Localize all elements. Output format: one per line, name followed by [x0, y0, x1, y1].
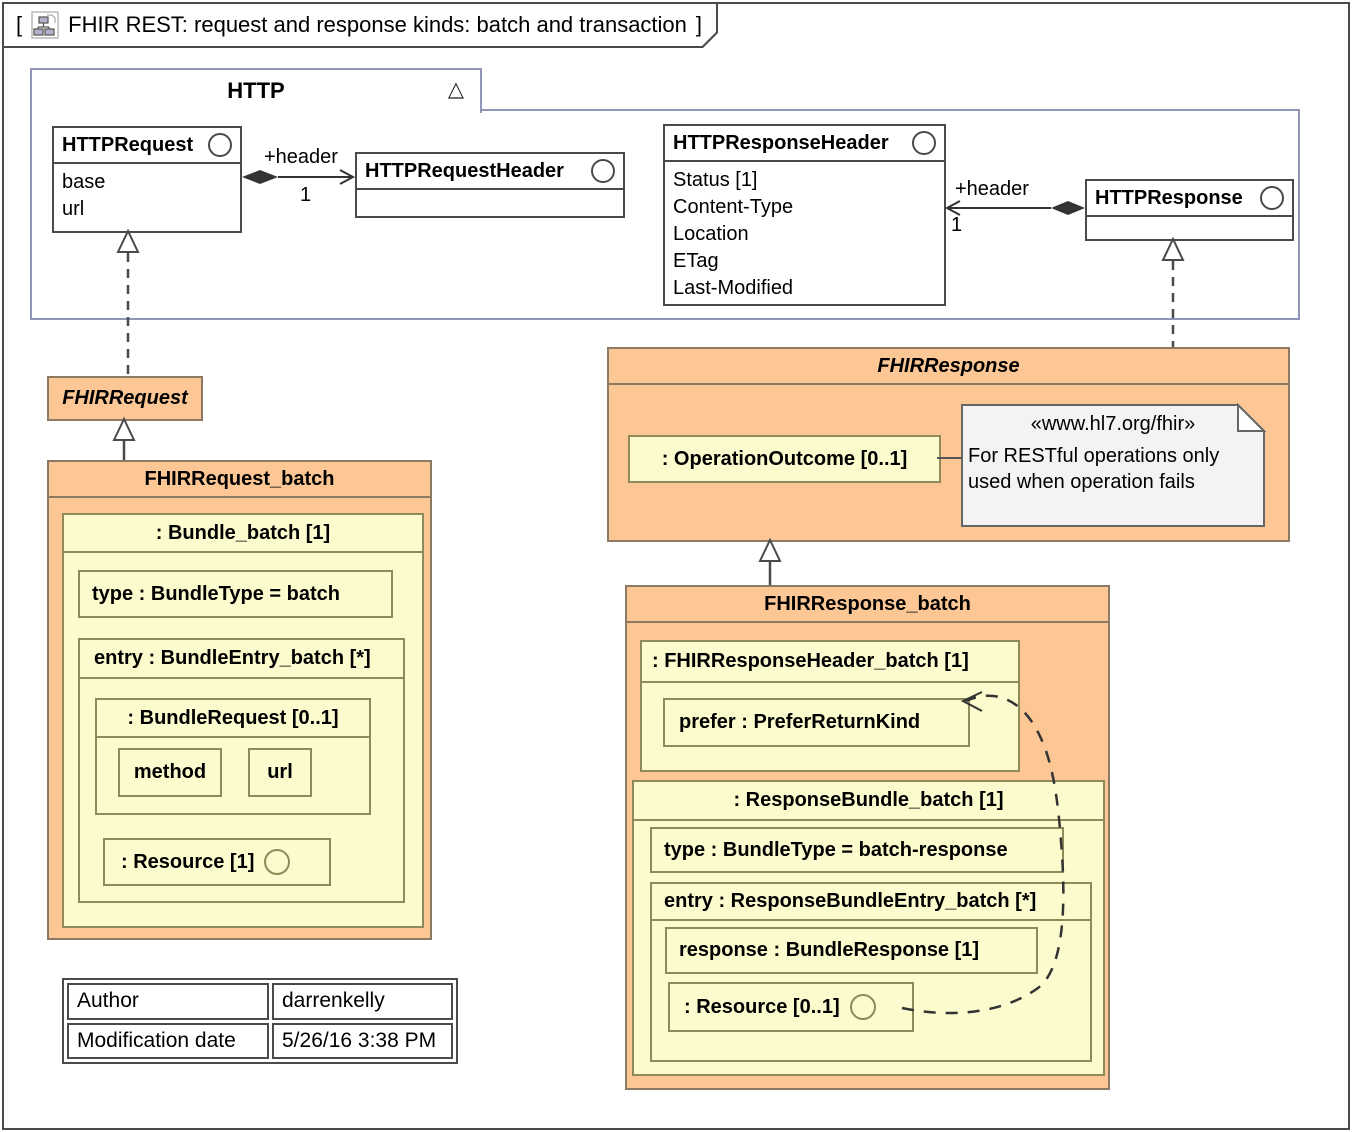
part-prefer-label: prefer : PreferReturnKind [679, 711, 920, 734]
attr-status: Status [1] [673, 167, 936, 194]
interface-circle-icon [591, 159, 615, 183]
class-httprequest-name: HTTPRequest [62, 134, 193, 157]
part-responsebundle-type-label: type : BundleType = batch-response [664, 839, 1008, 862]
part-fhirresponseheader-batch-name: : FHIRResponseHeader_batch [1] [642, 642, 1018, 683]
attr-url: url [62, 196, 232, 223]
diagram-title-tab-inner: [ FHIR REST: request and response kinds:… [4, 4, 716, 46]
assoc-request-header-role: +header [264, 146, 338, 169]
package-triangle-icon: △ [448, 77, 464, 102]
attr-etag: ETag [673, 248, 936, 275]
part-url[interactable]: url [248, 748, 312, 797]
note-line2: used when operation fails [968, 469, 1258, 495]
class-httprequestheader[interactable]: HTTPRequestHeader [355, 152, 625, 218]
class-httpresponseheader-name: HTTPResponseHeader [673, 132, 889, 155]
part-bundleresponse[interactable]: response : BundleResponse [1] [665, 927, 1038, 974]
part-bundle-entry-name: entry : BundleEntry_batch [*] [80, 640, 403, 679]
http-package-name: HTTP [32, 78, 480, 104]
part-bundle-type[interactable]: type : BundleType = batch [78, 570, 393, 618]
class-httprequest[interactable]: HTTPRequest base url [52, 126, 242, 233]
part-method-label: method [134, 761, 206, 784]
empty-compartment [357, 188, 623, 214]
info-table[interactable]: Author darrenkelly Modification date 5/2… [62, 978, 458, 1064]
part-bundle-request-name: : BundleRequest [0..1] [97, 700, 369, 738]
interface-circle-icon [912, 131, 936, 155]
class-httprequestheader-name: HTTPRequestHeader [365, 160, 564, 183]
interface-circle-icon [1260, 186, 1284, 210]
block-fhirrequest-name: FHIRRequest [62, 387, 188, 409]
block-fhirresponse-name: FHIRResponse [609, 349, 1288, 385]
part-responsebundle-type[interactable]: type : BundleType = batch-response [650, 827, 1064, 873]
assoc-response-header-role: +header [955, 178, 1029, 201]
assoc-response-header-multiplicity: 1 [951, 214, 962, 237]
diagram-title: FHIR REST: request and response kinds: b… [68, 12, 687, 38]
title-bracket-open: [ [16, 12, 22, 38]
interface-circle-icon [850, 994, 876, 1020]
part-resource-1[interactable]: : Resource [1] [103, 838, 331, 886]
info-table-moddate-label: Modification date [67, 1023, 269, 1060]
interface-circle-icon [208, 133, 232, 157]
part-operation-outcome[interactable]: : OperationOutcome [0..1] [628, 435, 941, 483]
part-bundleresponse-label: response : BundleResponse [1] [679, 939, 979, 962]
info-table-author-label: Author [67, 983, 269, 1020]
part-method[interactable]: method [118, 748, 222, 797]
http-package-tab[interactable]: HTTP △ [30, 68, 482, 113]
title-bracket-close: ] [696, 12, 702, 38]
note-line1: For RESTful operations only [968, 443, 1258, 469]
part-resource-2-label: : Resource [0..1] [684, 996, 840, 1019]
part-resource-1-label: : Resource [1] [121, 851, 254, 874]
diagram-title-tab[interactable]: [ FHIR REST: request and response kinds:… [2, 2, 718, 48]
part-bundle-type-label: type : BundleType = batch [92, 583, 340, 606]
class-httpresponse[interactable]: HTTPResponse [1085, 179, 1294, 241]
note-stereotype: «www.hl7.org/fhir» [968, 411, 1258, 437]
attr-last-modified: Last-Modified [673, 275, 936, 302]
block-fhirresponse-batch-name: FHIRResponse_batch [627, 587, 1108, 623]
diagram-kind-icon [31, 11, 59, 39]
empty-compartment [1087, 215, 1292, 237]
info-table-moddate-value: 5/26/16 3:38 PM [272, 1023, 453, 1060]
part-url-label: url [267, 761, 293, 784]
assoc-request-header-multiplicity: 1 [300, 184, 311, 207]
attr-content-type: Content-Type [673, 194, 936, 221]
attr-base: base [62, 169, 232, 196]
part-responsebundle-batch-name: : ResponseBundle_batch [1] [634, 782, 1103, 821]
note-hl7[interactable]: «www.hl7.org/fhir» For RESTful operation… [968, 411, 1258, 495]
class-httpresponseheader[interactable]: HTTPResponseHeader Status [1] Content-Ty… [663, 124, 946, 306]
block-fhirrequest[interactable]: FHIRRequest [47, 376, 203, 421]
part-operation-outcome-label: : OperationOutcome [0..1] [662, 448, 908, 471]
part-prefer[interactable]: prefer : PreferReturnKind [663, 698, 970, 747]
part-resource-2[interactable]: : Resource [0..1] [668, 982, 914, 1032]
block-fhirrequest-batch-name: FHIRRequest_batch [49, 462, 430, 498]
info-table-author-value: darrenkelly [272, 983, 453, 1020]
attr-location: Location [673, 221, 936, 248]
class-httpresponse-name: HTTPResponse [1095, 187, 1243, 210]
interface-circle-icon [264, 849, 290, 875]
part-responsebundle-entry-name: entry : ResponseBundleEntry_batch [*] [652, 884, 1090, 921]
part-bundle-batch-name: : Bundle_batch [1] [64, 515, 422, 553]
